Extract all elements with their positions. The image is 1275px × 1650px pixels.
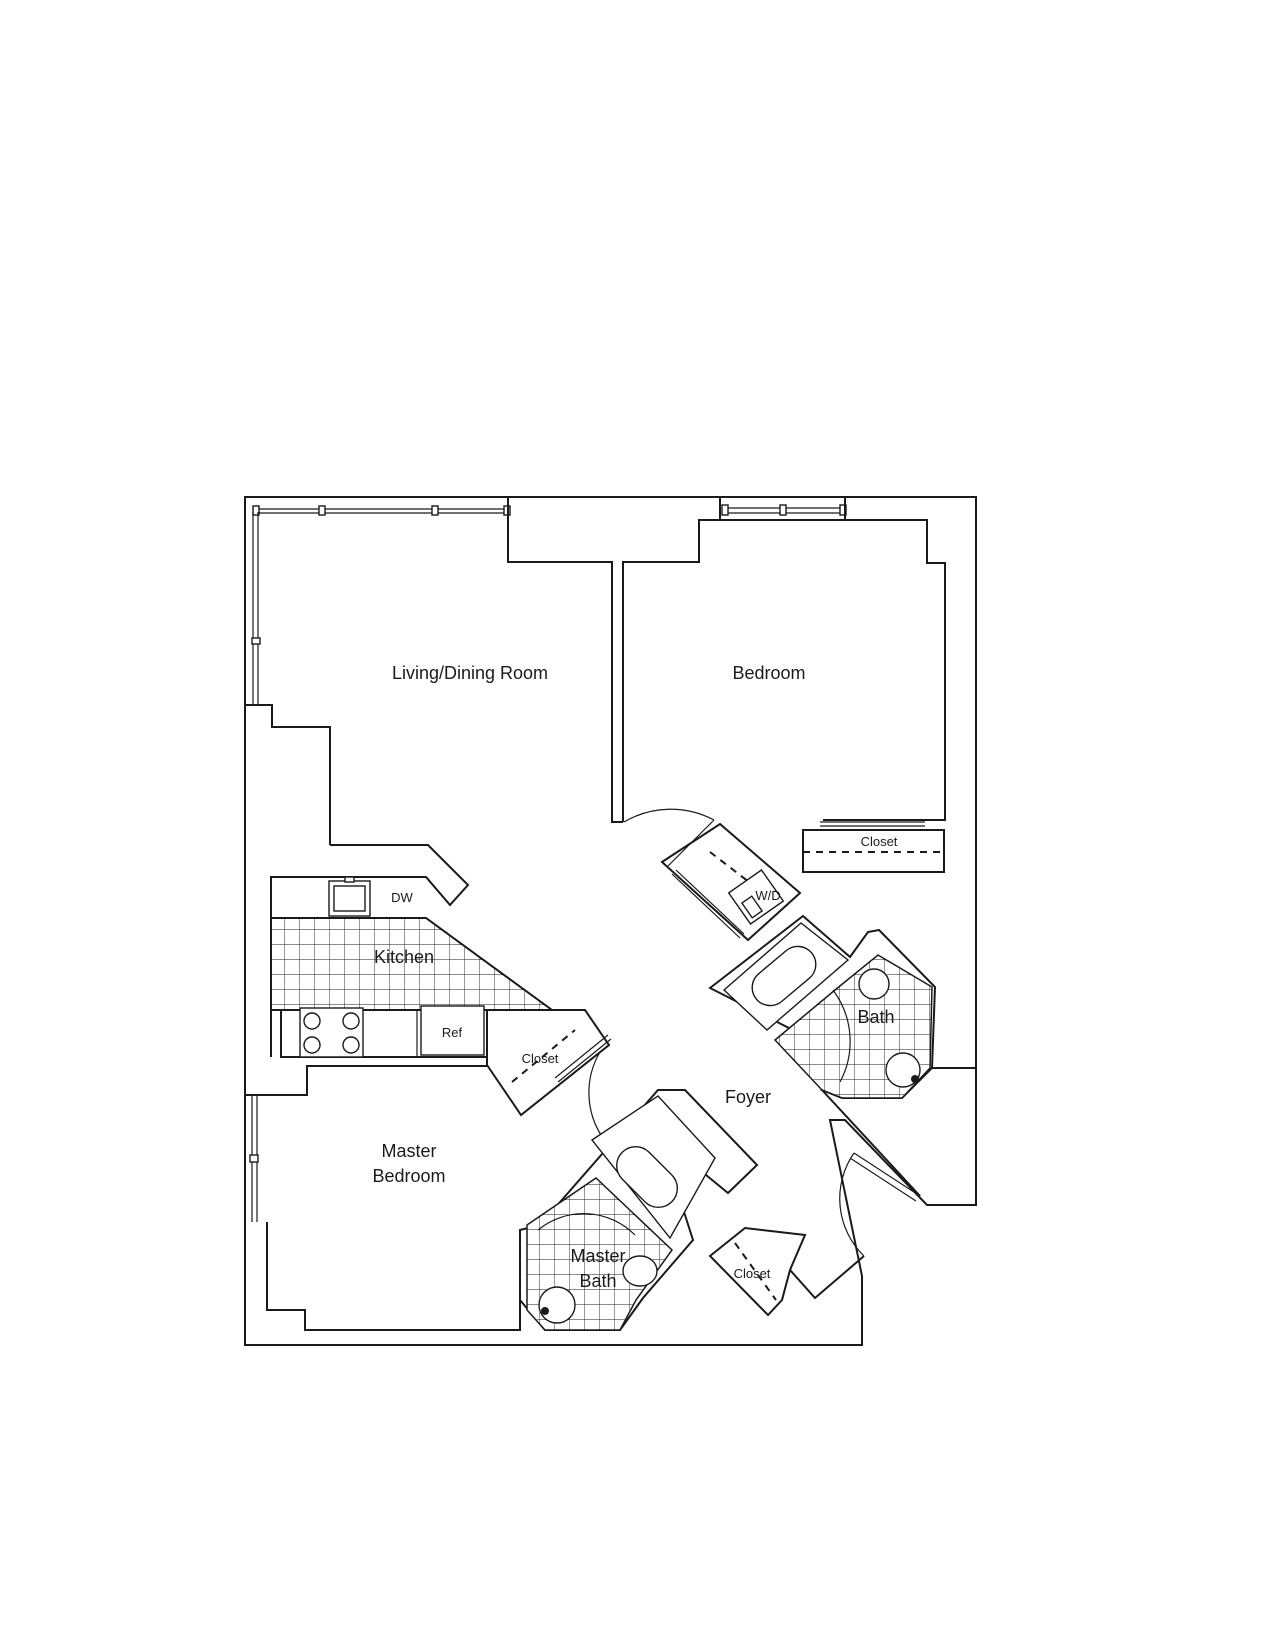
kitchen-counter-top: DW xyxy=(328,876,414,917)
wall-kitchen-top xyxy=(270,844,470,918)
room-label-bedroom: Bedroom xyxy=(732,663,805,683)
room-label-master-line1: Master xyxy=(381,1141,436,1161)
room-label-kitchen: Kitchen xyxy=(374,947,434,967)
room-label-bath: Bath xyxy=(857,1007,894,1027)
window-living-top xyxy=(252,505,511,516)
closet-label: Closet xyxy=(734,1266,771,1281)
wall-bedroom xyxy=(622,519,946,822)
room-label-master-line2: Bedroom xyxy=(372,1166,445,1186)
laundry-wd: W/D xyxy=(660,822,802,942)
closet-label: Closet xyxy=(861,834,898,849)
wall-kitchen-left xyxy=(244,705,272,1096)
bath-tub xyxy=(722,922,850,1031)
wall-entry xyxy=(789,1255,865,1300)
bath-fixtures xyxy=(832,968,921,1088)
kitchen-counter-bottom: Ref xyxy=(280,1005,488,1058)
door-master-bedroom xyxy=(588,1051,604,1139)
dishwasher-label: DW xyxy=(391,890,413,905)
wall-foyer-right xyxy=(821,1067,976,1197)
wall-living-bedroom xyxy=(507,497,623,823)
window-master-left xyxy=(249,1095,259,1222)
refrigerator-label: Ref xyxy=(442,1025,463,1040)
wall-master-bedroom xyxy=(266,1065,521,1331)
room-label-master-bath-line2: Bath xyxy=(579,1271,616,1291)
room-label-living: Living/Dining Room xyxy=(392,663,548,683)
exterior-wall xyxy=(244,496,977,1346)
room-label-master-bath-line1: Master xyxy=(570,1246,625,1266)
master-bath-tub xyxy=(590,1095,716,1240)
window-bedroom-top xyxy=(721,504,847,516)
wall-bedroom-top-stub xyxy=(699,497,846,521)
closet-bedroom: Closet xyxy=(802,821,945,873)
door-entry xyxy=(839,1152,921,1257)
closet-label: Closet xyxy=(522,1051,559,1066)
master-bath-fixtures xyxy=(537,1213,658,1324)
washer-dryer-label: W/D xyxy=(755,888,780,903)
wall-living xyxy=(245,704,331,845)
room-label-foyer: Foyer xyxy=(725,1087,771,1107)
window-living-left xyxy=(251,512,261,705)
closet-master: Closet xyxy=(486,1009,612,1117)
